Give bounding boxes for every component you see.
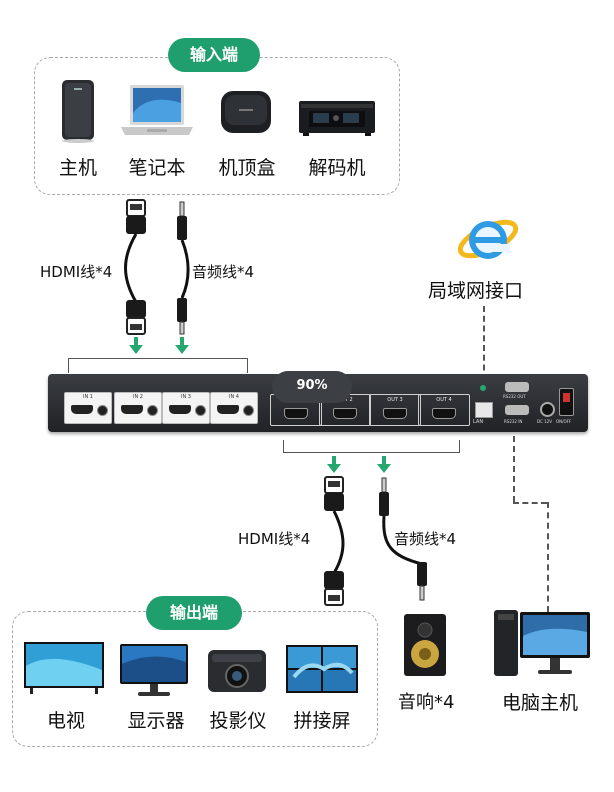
input-audio-cable-label: 音频线*4 xyxy=(192,263,255,281)
input-audio-arrow xyxy=(175,345,189,354)
desktop-computer-icon xyxy=(494,610,590,676)
input-device-label-laptop: 笔记本 xyxy=(128,157,186,179)
output-device-label-projector: 投影仪 xyxy=(209,710,267,732)
rs232-in-port[interactable] xyxy=(505,405,529,415)
laptop-icon xyxy=(121,85,193,135)
input-port-2[interactable]: IN 2 xyxy=(114,392,162,424)
power-switch[interactable] xyxy=(559,388,574,416)
output-port-3-label: OUT 3 xyxy=(387,397,403,403)
input-audio-arrow-stem xyxy=(180,337,184,345)
input-port-1-label: IN 1 xyxy=(83,394,93,400)
monitor-icon xyxy=(120,644,188,696)
power-switch-label: ON/OFF xyxy=(556,419,572,424)
output-hdmi-cable-icon xyxy=(324,476,345,606)
input-device-label-host: 主机 xyxy=(58,157,97,179)
output-device-label-tv: 电视 xyxy=(46,710,85,732)
input-device-label-decoder: 解码机 xyxy=(308,157,366,179)
input-port-3[interactable]: IN 3 xyxy=(162,392,210,424)
internet-explorer-icon xyxy=(457,219,519,259)
output-device-label-video-wall: 拼接屏 xyxy=(293,710,351,732)
input-port-3-label: IN 3 xyxy=(181,394,191,400)
pc-dashed-line-vertical xyxy=(513,436,515,502)
dc-label: DC 12V xyxy=(537,419,552,424)
input-device-label-stb: 机顶盒 xyxy=(218,157,276,179)
output-port-3[interactable]: OUT 3 xyxy=(369,394,421,426)
output-bracket xyxy=(283,440,460,453)
progress-badge: 90% xyxy=(272,371,352,403)
output-audio-cable-icon xyxy=(379,477,427,601)
speaker-label: 音响*4 xyxy=(398,692,455,713)
input-port-2-label: IN 2 xyxy=(133,394,143,400)
output-audio-arrow-stem xyxy=(382,456,386,464)
output-hdmi-cable-label: HDMI线*4 xyxy=(238,530,311,548)
rs232-out-port[interactable] xyxy=(505,382,529,392)
lan-led xyxy=(480,385,486,391)
input-port-1[interactable]: IN 1 xyxy=(64,392,112,424)
input-port-4[interactable]: IN 4 xyxy=(210,392,258,424)
rs232-out-label: RS232 OUT xyxy=(503,394,526,399)
network-dashed-line xyxy=(483,306,485,390)
output-port-4[interactable]: OUT 4 xyxy=(418,394,470,426)
pc-dashed-line-horizontal xyxy=(513,502,547,504)
set-top-box-icon xyxy=(221,91,271,133)
network-label: 局域网接口 xyxy=(428,280,524,302)
output-audio-cable-label: 音频线*4 xyxy=(394,530,457,548)
pc-dashed-line-drop xyxy=(547,502,549,612)
output-port-4-label: OUT 4 xyxy=(436,397,452,403)
input-hdmi-cable-label: HDMI线*4 xyxy=(40,263,113,281)
input-bracket xyxy=(68,358,248,373)
output-section-title: 输出端 xyxy=(146,596,242,630)
input-hdmi-arrow-stem xyxy=(134,337,138,345)
video-wall-icon xyxy=(286,645,358,693)
rs232-in-label: RS232 IN xyxy=(504,419,523,424)
input-hdmi-arrow xyxy=(129,345,143,354)
lan-port-label: LAN xyxy=(473,419,484,425)
lan-port[interactable] xyxy=(475,402,493,418)
tv-icon xyxy=(24,642,104,694)
hdmi-cable-icon xyxy=(124,199,146,335)
speaker-icon xyxy=(404,614,446,676)
input-port-4-label: IN 4 xyxy=(229,394,239,400)
output-hdmi-arrow-stem xyxy=(332,456,336,464)
decoder-icon xyxy=(299,101,375,136)
output-hdmi-arrow xyxy=(327,464,341,473)
dc-power-jack[interactable] xyxy=(540,402,555,417)
desktop-tower-icon xyxy=(62,80,94,143)
input-section-title: 输入端 xyxy=(168,38,260,72)
audio-cable-icon xyxy=(177,201,190,335)
output-device-label-monitor: 显示器 xyxy=(127,710,185,732)
pc-label: 电脑主机 xyxy=(502,692,579,714)
output-audio-arrow xyxy=(377,464,391,473)
projector-icon xyxy=(208,650,266,692)
